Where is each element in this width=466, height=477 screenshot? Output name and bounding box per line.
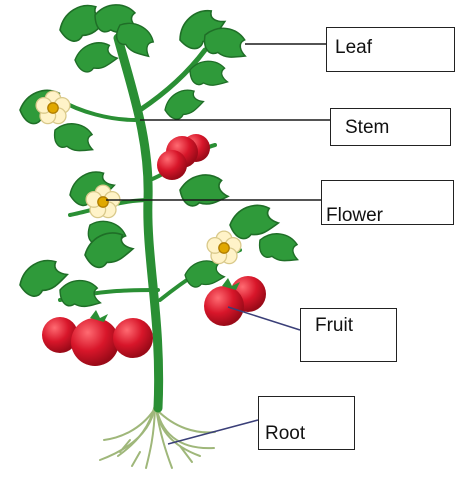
- flower-label: Flower: [321, 180, 454, 225]
- leaf-label: Leaf: [326, 27, 455, 72]
- fruit-label: Fruit: [300, 308, 397, 362]
- root-leader-line: [168, 420, 258, 444]
- leaves: [15, 0, 304, 311]
- root-label: Root: [258, 396, 355, 450]
- stem-label: Stem: [330, 108, 451, 146]
